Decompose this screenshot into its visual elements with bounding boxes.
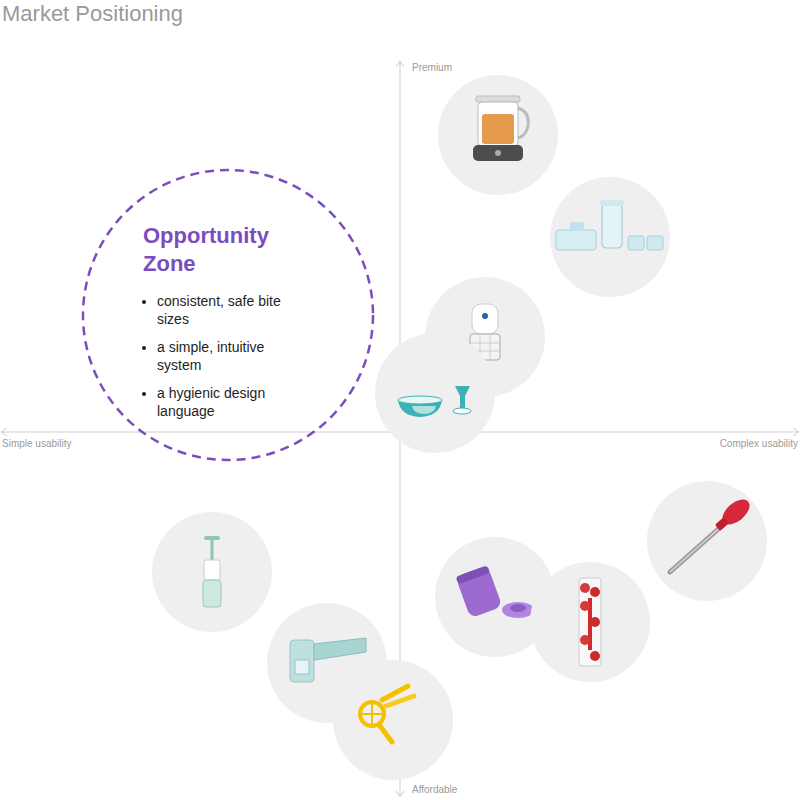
bullet-text: a simple, intuitive system — [157, 339, 264, 373]
zone-outline — [83, 170, 373, 460]
zone-content: Opportunity Zone consistent, safe bite si… — [143, 222, 307, 430]
product-blender-set — [550, 177, 670, 297]
bullet-list: consistent, safe bite sizes a simple, int… — [143, 292, 307, 420]
bullet-item: a hygienic design language — [157, 384, 307, 420]
product-bowls — [375, 333, 495, 453]
zone-heading: Opportunity Zone — [143, 222, 303, 278]
bullet-text: consistent, safe bite sizes — [157, 293, 281, 327]
product-yellow-cutter — [333, 660, 453, 780]
bullet-item: consistent, safe bite sizes — [157, 292, 307, 328]
chart-title: Market Positioning — [2, 0, 183, 28]
bullet-item: a simple, intuitive system — [157, 338, 307, 374]
product-tomato-tube — [530, 562, 650, 682]
axis-label: Premium — [412, 62, 452, 74]
axis-label: Affordable — [412, 784, 457, 796]
axis-label: Complex usability — [720, 438, 798, 450]
dashed-circle — [81, 168, 375, 462]
opportunity-zone: Opportunity Zone consistent, safe bite si… — [81, 168, 375, 462]
product-food-processor — [438, 75, 558, 195]
bullet-text: a hygienic design language — [157, 385, 265, 419]
product-apple-corer — [647, 481, 767, 601]
axis-label: Simple usability — [2, 438, 71, 450]
product-grape-cutter — [152, 512, 272, 632]
axes — [1, 61, 799, 797]
